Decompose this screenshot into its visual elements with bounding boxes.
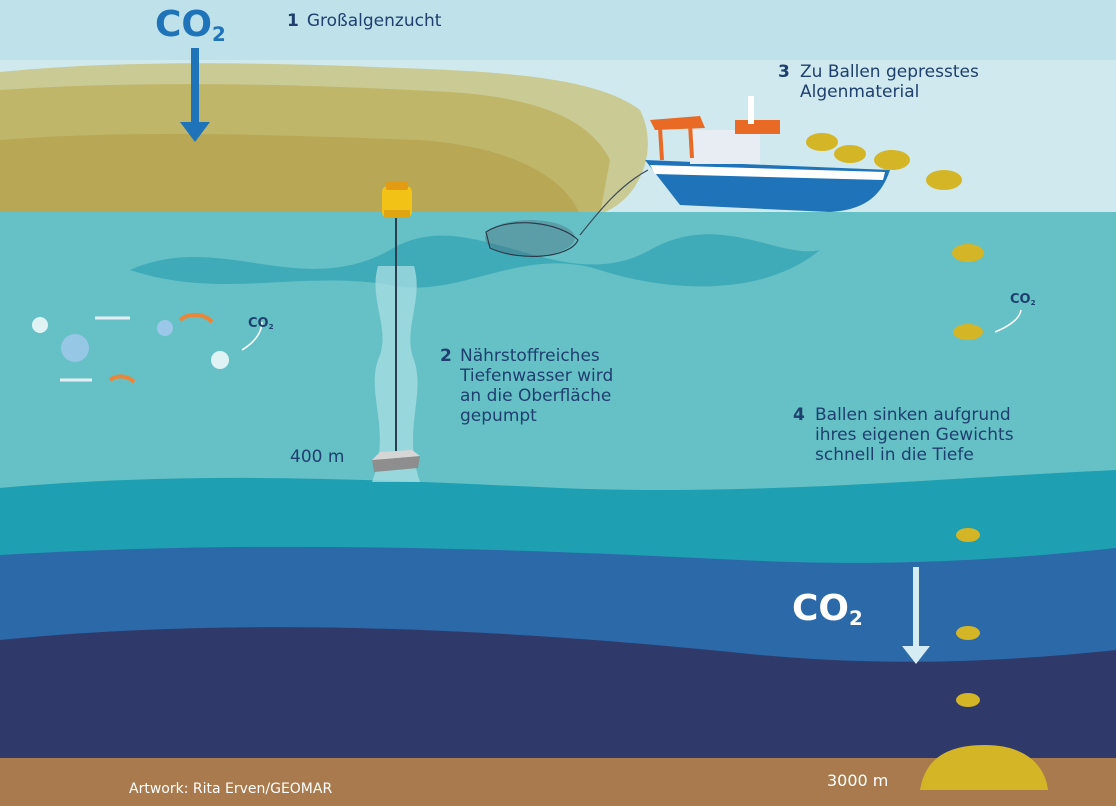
co2-release-arrow-icon	[241, 321, 263, 351]
step-2-number: 2	[440, 346, 452, 366]
ship-icon	[579, 96, 890, 236]
step-4-line: ihres eigenen Gewichts	[815, 425, 1014, 445]
co2-text: CO	[792, 588, 850, 629]
co2-subscript: 2	[1030, 297, 1036, 307]
sky-band	[0, 0, 1116, 60]
buoy-icon	[382, 182, 412, 218]
co2-label-bales: CO2	[1010, 292, 1036, 307]
plankton-cluster-icon	[32, 313, 229, 384]
algae-bale-icon	[952, 244, 984, 262]
algae-farm	[0, 63, 648, 215]
algae-bale-icon	[806, 133, 838, 151]
step-2-line: an die Oberfläche	[460, 386, 612, 406]
step-3-line: Zu Ballen gepresstes	[800, 62, 979, 82]
algae-bale-icon	[926, 170, 962, 190]
co2-text: CO	[248, 316, 269, 331]
co2-deep-arrow-icon	[902, 567, 930, 664]
co2-text: CO	[1010, 292, 1031, 307]
algae-bale-pile	[920, 745, 1048, 790]
algae-bale-icon	[956, 693, 980, 707]
step-1-text: Großalgenzucht	[306, 11, 442, 31]
step-4-line: schnell in die Tiefe	[815, 445, 974, 465]
surface-wave	[130, 234, 820, 288]
step-2-line: Tiefenwasser wird	[460, 366, 614, 386]
co2-label-plankton: CO2	[248, 316, 274, 331]
step-4-number: 4	[793, 405, 805, 425]
step-4-label: 4 Ballen sinken aufgrund ihres eigenen G…	[793, 405, 1014, 465]
step-3-line: Algenmaterial	[800, 82, 920, 102]
co2-subscript: 2	[849, 606, 863, 630]
algae-bale-icon	[956, 626, 980, 640]
co2-subscript: 2	[268, 321, 274, 331]
co2-down-arrow-icon	[180, 48, 210, 142]
step-1-number: 1	[287, 11, 299, 31]
artwork-credit: Artwork: Rita Erven/GEOMAR	[129, 781, 333, 797]
step-3-label: 3 Zu Ballen gepresstes Algenmaterial	[778, 62, 979, 102]
depth-3000-label: 3000 m	[827, 771, 889, 790]
co2-text: CO	[155, 4, 213, 45]
step-2-line: gepumpt	[460, 406, 537, 426]
co2-label-deep: CO2	[792, 588, 863, 630]
co2-subscript: 2	[212, 22, 226, 46]
algae-bale-icon	[834, 145, 866, 163]
step-1-label: 1 Großalgenzucht	[287, 11, 441, 31]
co2-release-arrow-icon	[994, 309, 1022, 333]
step-4-line: Ballen sinken aufgrund	[815, 405, 1011, 425]
algae-bale-icon	[953, 324, 983, 340]
depth-400-label: 400 m	[290, 447, 345, 467]
net-icon	[485, 220, 579, 257]
step-2-label: 2 Nährstoffreiches Tiefenwasser wird an …	[440, 346, 613, 426]
algae-bale-icon	[956, 528, 980, 542]
co2-label-top: CO2	[155, 4, 226, 46]
pump-pipe-icon	[372, 214, 420, 482]
step-2-line: Nährstoffreiches	[460, 346, 600, 366]
algae-bales	[806, 133, 1048, 790]
step-3-number: 3	[778, 62, 790, 82]
algae-bale-icon	[874, 150, 910, 170]
